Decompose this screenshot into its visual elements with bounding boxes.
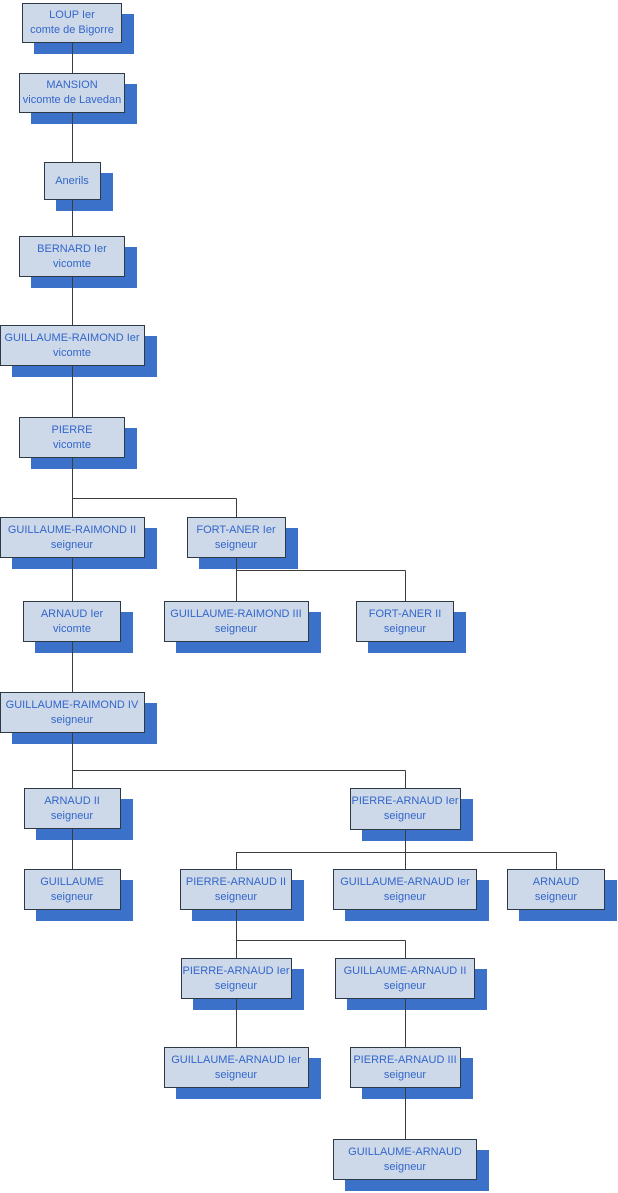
node-title: seigneur (50, 538, 94, 551)
node-title: seigneur (383, 979, 427, 992)
tree-node-pa1: PIERRE-ARNAUD Ier seigneur (349, 788, 461, 830)
node-title: seigneur (383, 810, 427, 822)
node-name: PIERRE-ARNAUD III (353, 1053, 457, 1066)
node-name: ARNAUD II (44, 794, 100, 807)
node-name: GUILLAUME-RAIMOND Ier (4, 331, 140, 344)
tree-node-guillaume: GUILLAUME seigneur (23, 869, 121, 910)
node-name: GUILLAUME-ARNAUD II (343, 964, 467, 977)
node-name: Anerils (55, 174, 89, 187)
tree-node-loup: LOUP Ier comte de Bigorre (22, 3, 122, 43)
tree-node-fortaner2: FORT-ANER II seigneur (356, 601, 454, 642)
tree-node-ga3: GUILLAUME-ARNAUD seigneur (333, 1139, 477, 1180)
node-title: seigneur (50, 713, 94, 726)
tree-node-gr3: GUILLAUME-RAIMOND III seigneur (163, 601, 309, 642)
tree-node-ga1: GUILLAUME-ARNAUD Ier seigneur (333, 869, 477, 910)
node-name: PIERRE-ARNAUD Ier (182, 964, 290, 977)
node-title: vicomte (53, 346, 91, 359)
node-name: GUILLAUME (40, 875, 104, 888)
node-title: vicomte (53, 622, 91, 635)
node-name: GUILLAUME-ARNAUD Ier (171, 1053, 301, 1066)
node-name: BERNARD Ier (37, 242, 107, 255)
tree-node-fortaner1: FORT-ANER Ier seigneur (186, 517, 286, 558)
node-title: seigneur (214, 538, 258, 551)
tree-node-pa3: PIERRE-ARNAUD III seigneur (349, 1047, 461, 1088)
tree-node-arnaud2: ARNAUD II seigneur (23, 788, 121, 829)
tree-node-mansion: MANSION vicomte de Lavedan (19, 73, 125, 113)
node-name: GUILLAUME-RAIMOND II (7, 523, 137, 536)
tree-node-anerils: Anerils (43, 162, 101, 200)
tree-node-pa2: PIERRE-ARNAUD II seigneur (180, 869, 292, 910)
tree-node-pierre: PIERRE vicomte (19, 417, 125, 458)
node-title: seigneur (214, 1068, 258, 1081)
tree-node-gr4: GUILLAUME-RAIMOND IV seigneur (0, 692, 145, 733)
node-name: FORT-ANER II (368, 607, 442, 620)
node-title: seigneur (383, 1160, 427, 1173)
tree-node-bernard: BERNARD Ier vicomte (19, 236, 125, 277)
node-name: ARNAUD Ier (40, 607, 104, 620)
node-title: seigneur (50, 809, 94, 822)
node-name: MANSION (46, 79, 98, 91)
node-name: ARNAUD (532, 875, 580, 888)
tree-node-ga1b: GUILLAUME-ARNAUD Ier seigneur (163, 1047, 309, 1088)
node-title: seigneur (383, 1068, 427, 1081)
node-title: seigneur (534, 890, 578, 903)
node-name: GUILLAUME-ARNAUD Ier (340, 875, 470, 888)
node-name: PIERRE-ARNAUD Ier (351, 795, 459, 807)
tree-node-pa1b: PIERRE-ARNAUD Ier seigneur (180, 958, 292, 999)
tree-node-arnaud3: ARNAUD seigneur (507, 869, 605, 910)
tree-node-gr1: GUILLAUME-RAIMOND Ier vicomte (0, 325, 145, 366)
node-title: seigneur (214, 890, 258, 903)
node-name: GUILLAUME-RAIMOND III (170, 607, 302, 620)
node-title: vicomte de Lavedan (22, 94, 122, 106)
node-name: PIERRE-ARNAUD II (185, 875, 287, 888)
node-name: LOUP Ier (49, 9, 95, 21)
tree-node-gr2: GUILLAUME-RAIMOND II seigneur (0, 517, 145, 558)
node-name: FORT-ANER Ier (196, 523, 276, 536)
node-name: GUILLAUME-RAIMOND IV (5, 698, 139, 711)
node-name: PIERRE (51, 423, 93, 436)
node-name: GUILLAUME-ARNAUD (348, 1145, 462, 1158)
node-title: vicomte (53, 438, 91, 451)
tree-node-ga2: GUILLAUME-ARNAUD II seigneur (335, 958, 475, 999)
node-title: seigneur (214, 979, 258, 992)
node-title: seigneur (383, 622, 427, 635)
node-title: comte de Bigorre (30, 24, 114, 36)
tree-node-arnaud1: ARNAUD Ier vicomte (23, 601, 121, 642)
node-title: seigneur (214, 622, 258, 635)
node-title: seigneur (383, 890, 427, 903)
node-title: vicomte (53, 257, 91, 270)
node-title: seigneur (50, 890, 94, 903)
